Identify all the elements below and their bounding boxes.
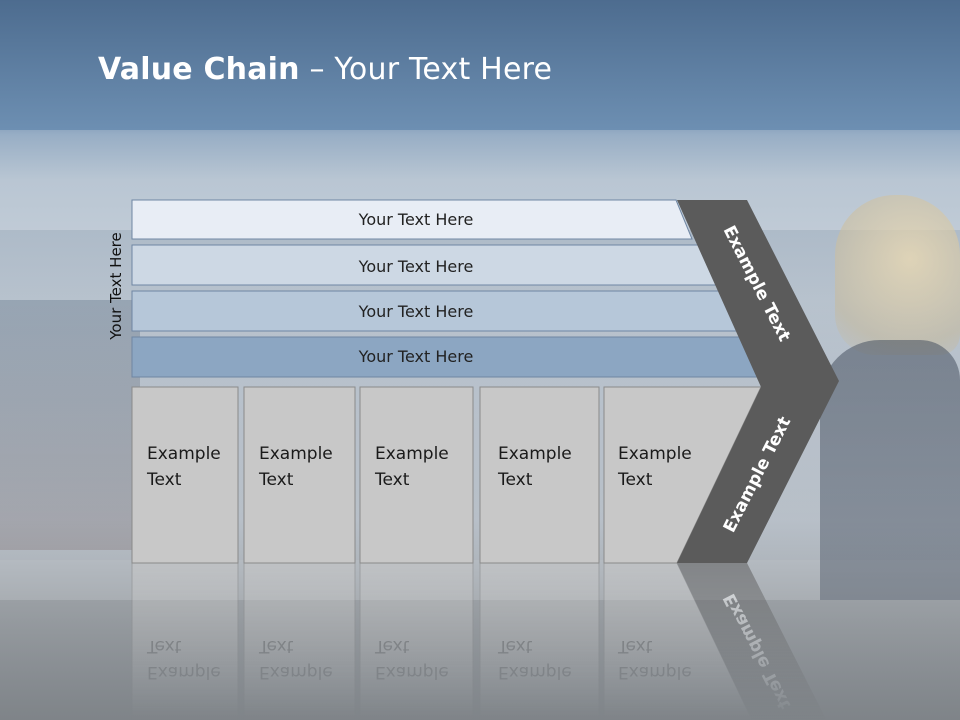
box-1-line1: Example [147, 444, 221, 464]
reflection-box-5-line2: Text [617, 636, 653, 656]
reflection-box-3-line1: Example [375, 662, 449, 682]
chevron-arrow [677, 200, 839, 563]
box-4-line2: Text [497, 470, 533, 490]
reflection-box-4-line2: Text [497, 636, 533, 656]
box-5-line2: Text [617, 470, 653, 490]
bars-group: Your Text Here Your Text Here Your Text … [131, 199, 764, 378]
box-3-line2: Text [374, 470, 410, 490]
box-4-line1: Example [498, 444, 572, 464]
background-photo-ship [0, 300, 140, 550]
reflection-box-2-line1: Example [259, 662, 333, 682]
background-photo-person-hair [835, 195, 960, 355]
reflection-box-3-line2: Text [374, 636, 410, 656]
title-rest: – Your Text Here [299, 52, 553, 87]
bar-3-label: Your Text Here [358, 302, 474, 321]
header-band [0, 0, 960, 130]
box-3 [359, 386, 474, 564]
box-5-line1: Example [618, 444, 692, 464]
box-1-line2: Text [146, 470, 182, 490]
boxes-group: Example Text Example Text Example Text E… [131, 386, 762, 564]
reflection-box-5-line1: Example [618, 662, 692, 682]
bar-2-label: Your Text Here [358, 257, 474, 276]
background-photo-person [820, 340, 960, 600]
reflection-group: Example Text Example Text Example Text E… [131, 562, 827, 720]
box-3-line1: Example [375, 444, 449, 464]
reflection-box-4-line1: Example [498, 662, 572, 682]
box-2 [243, 386, 356, 564]
box-2-line2: Text [258, 470, 294, 490]
box-4 [479, 386, 600, 564]
reflection-box-2-line2: Text [258, 636, 294, 656]
title-bold: Value Chain [98, 52, 300, 87]
box-2-line1: Example [259, 444, 333, 464]
slide-title: Value Chain – Your Text Here [98, 52, 552, 87]
bar-1-label: Your Text Here [358, 210, 474, 229]
bar-4-label: Your Text Here [358, 347, 474, 366]
reflection-box-1-line1: Example [147, 662, 221, 682]
reflection-box-1-line2: Text [146, 636, 182, 656]
bar-1 [131, 199, 693, 240]
